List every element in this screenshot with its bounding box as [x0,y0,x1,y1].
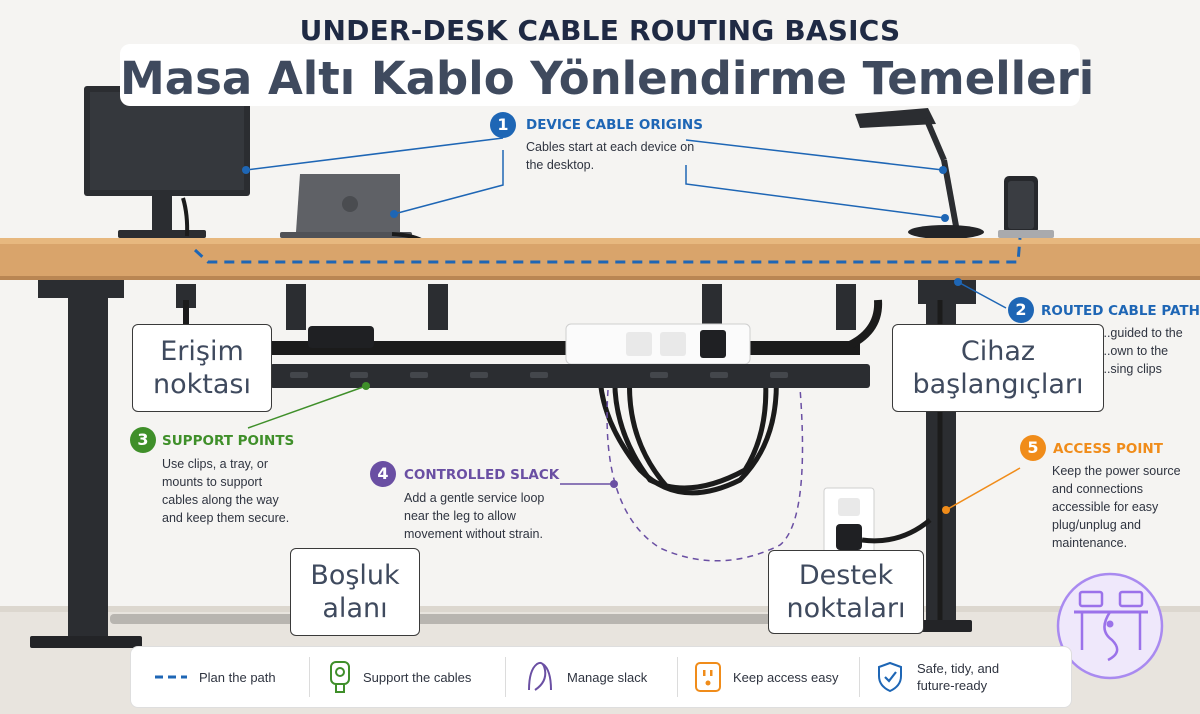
cable-clip-icon [330,661,350,693]
phone-stand [998,176,1054,238]
desk-top [0,237,1200,280]
step-3-heading: SUPPORT POINTS [162,433,295,449]
step-3-body: Use clips, a tray, or mounts to support … [162,457,290,525]
cable-loop-icon [528,661,552,691]
step-5-heading: ACCESS POINT [1053,441,1163,457]
callout-bosluk-alani: Boşluk alanı [290,548,420,636]
callout-destek-noktalari: Destek noktaları [768,550,924,634]
monitor [84,86,250,238]
wall-outlet [823,487,932,555]
callout-cihaz-baslangiclari: Cihaz başlangıçları [892,324,1104,412]
cable-tray [270,364,870,388]
step-4-badge: 4 [370,461,396,487]
shield-check-icon [878,661,902,693]
step-1-badge: 1 [490,112,516,138]
step-2-heading: ROUTED CABLE PATH [1041,303,1200,319]
title-turkish-box [120,44,1080,106]
legend-item-safe: Safe, tidy, and future-ready [875,647,999,707]
step-5-body: Keep the power source and connections ac… [1052,464,1181,550]
step-1-body: Cables start at each device on the deskt… [526,140,695,172]
power-adapter [308,326,374,348]
legend-item-plan: Plan the path [153,647,276,707]
step-1-heading: DEVICE CABLE ORIGINS [526,117,703,133]
step-5-badge: 5 [1020,435,1046,461]
step-4-body: Add a gentle service loop near the leg t… [404,491,545,541]
legend-item-support: Support the cables [327,647,471,707]
legend-item-slack: Manage slack [523,647,647,707]
step-2-body: ...guided to the ...own to the ...sing c… [1100,326,1183,376]
power-strip [565,323,751,365]
tray-brackets [176,284,856,330]
outlet-icon [695,662,721,692]
slack-loop-outline [606,387,804,562]
callout-erisim-noktasi: Erişim noktası [132,324,272,412]
legend-bar: Plan the path Support the cables Manage … [130,646,1072,708]
legend-item-access: Keep access easy [693,647,839,707]
title-english: UNDER-DESK CABLE ROUTING BASICS [299,14,901,47]
step-3-badge: 3 [130,427,156,453]
step-4-heading: CONTROLLED SLACK [404,467,560,483]
step-2-badge: 2 [1008,297,1034,323]
dashed-line-icon [155,675,187,679]
desk-logo-icon [1056,572,1164,680]
title-turkish: Masa Altı Kablo Yönlendirme Temelleri [120,52,1095,105]
